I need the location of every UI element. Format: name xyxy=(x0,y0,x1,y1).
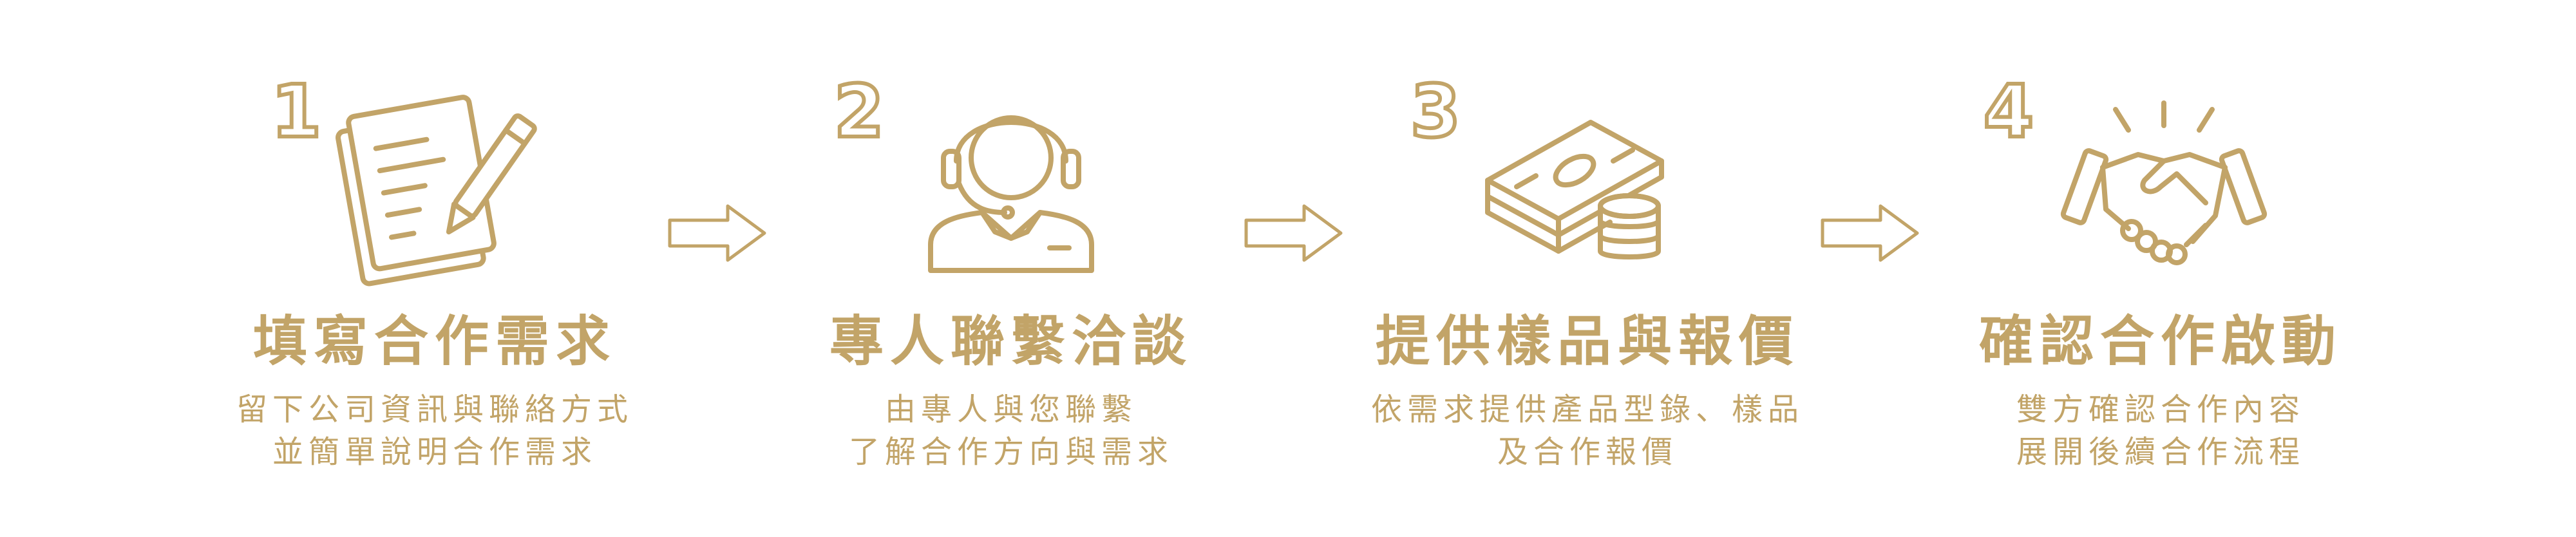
step-desc-line: 了解合作方向與需求 xyxy=(848,434,1173,470)
handshake-icon xyxy=(2060,90,2268,277)
step-number: 4 xyxy=(1982,70,2036,154)
step-title: 提供樣品與報價 xyxy=(1375,310,1799,373)
step-number: 3 xyxy=(1408,70,1463,154)
step-desc-line: 並簡單說明合作需求 xyxy=(272,434,597,470)
headset-agent-icon xyxy=(918,90,1104,273)
step-title: 確認合作啟動 xyxy=(1978,310,2342,373)
arrow-right-outline-icon xyxy=(667,201,770,268)
step-number: 2 xyxy=(832,70,886,154)
step-desc-line: 雙方確認合作內容 xyxy=(2016,391,2305,428)
money-stack-icon xyxy=(1481,90,1687,264)
step-title: 填寫合作需求 xyxy=(252,310,616,373)
step-desc-line: 由專人與您聯繫 xyxy=(884,391,1137,428)
step-3: 3 提供樣品與報價 依需求提供產品型錄、樣品 及合作報價 xyxy=(1298,0,1877,537)
step-1: 1 填寫合作需求 xyxy=(145,0,724,537)
arrow-right-outline-icon xyxy=(1819,201,1922,268)
step-desc-line: 留下公司資訊與聯絡方式 xyxy=(236,391,633,428)
step-number: 1 xyxy=(269,70,323,154)
step-2: 2 專人聯繫洽談 由專人與您聯繫 了解合作方向與需求 xyxy=(721,0,1301,537)
arrow-right-outline-icon xyxy=(1243,201,1346,268)
step-title: 專人聯繫洽談 xyxy=(829,310,1193,373)
step-desc-line: 及合作報價 xyxy=(1497,434,1678,470)
step-desc-line: 依需求提供產品型錄、樣品 xyxy=(1370,391,1804,428)
step-4: 4 確認合作啟動 雙方確認合作 xyxy=(1871,0,2450,537)
document-pen-icon xyxy=(328,90,537,287)
step-desc-line: 展開後續合作流程 xyxy=(2016,434,2305,470)
